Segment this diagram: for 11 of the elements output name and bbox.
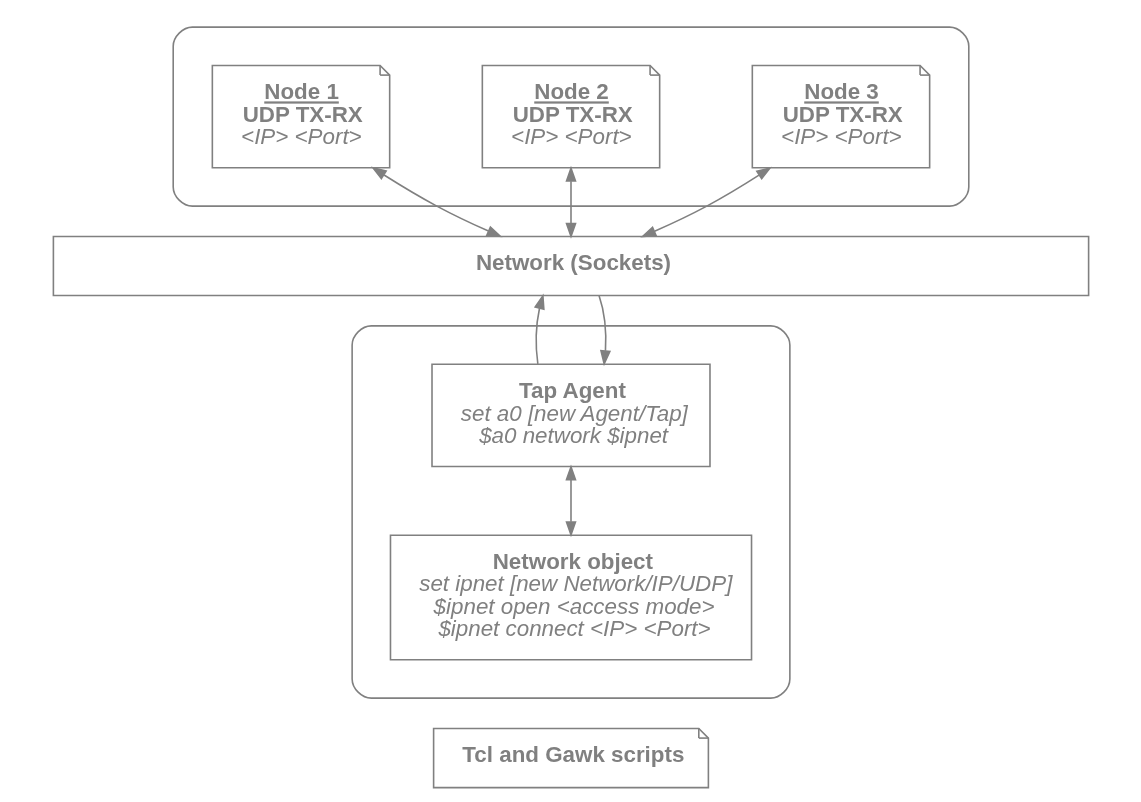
- arrow: [533, 293, 545, 365]
- arrow: [597, 294, 611, 367]
- arrow: [370, 166, 503, 238]
- node-box: Tap Agent set a0 [new Agent/Tap] $a0 network $ipnet: [430, 363, 711, 468]
- node-box: Network object set ipnet [new Network/IP/UDP] $ipnet open <access mode> $ipnet connect <IP> <Port>: [389, 534, 752, 661]
- cluster: [171, 26, 970, 207]
- arrow: [564, 464, 577, 538]
- node-box: Network (Sockets): [52, 235, 1089, 297]
- cluster: [350, 325, 791, 699]
- arrow: [564, 165, 577, 239]
- arrow: [639, 166, 772, 238]
